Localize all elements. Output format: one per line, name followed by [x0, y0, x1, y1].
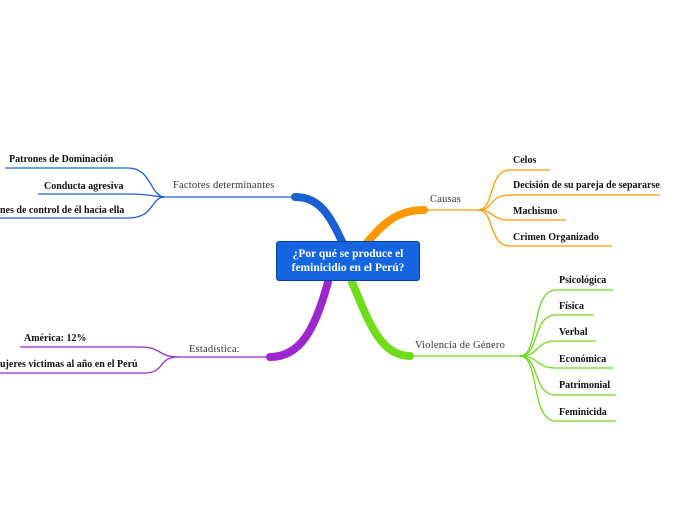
connector-crimen	[477, 209, 612, 247]
central-topic-line1: ¿Por qué se produce el	[292, 248, 404, 260]
node-decision-separarse[interactable]: Decisión de su pareja de separarse	[513, 180, 660, 191]
node-psicologica[interactable]: Psicológica	[559, 275, 607, 286]
connector-mujeres	[0, 356, 179, 374]
central-topic-line2: feminicidio en el Perú?	[291, 262, 405, 274]
node-conducta-agresiva[interactable]: Conducta agresiva	[44, 181, 124, 192]
connector-control	[0, 196, 166, 219]
connector-fisica	[519, 314, 594, 357]
node-fisica[interactable]: Física	[559, 301, 584, 312]
connector-patrones	[5, 167, 166, 198]
branch-estadistica[interactable]: Estadística:	[189, 344, 240, 355]
connector-celos	[477, 169, 550, 211]
node-celos[interactable]: Celos	[513, 155, 537, 166]
node-economica[interactable]: Económica	[559, 354, 607, 365]
connector-psicologica	[519, 289, 613, 357]
connector-verbal	[519, 340, 596, 357]
node-mujeres-victimas[interactable]: ujeres victimas al año en el Perú	[0, 359, 138, 370]
node-control-hacia-ella[interactable]: nes de control de él hacia ella	[0, 205, 125, 216]
node-machismo[interactable]: Machismo	[513, 206, 558, 217]
branch-factores-determinantes[interactable]: Factores determinantes	[173, 180, 275, 191]
node-verbal[interactable]: Verbal	[559, 327, 588, 338]
connector-feminicida	[519, 355, 616, 422]
branch-violencia-genero[interactable]: Violencia de Género	[415, 340, 506, 351]
connector-conducta	[38, 193, 166, 198]
node-patrones-dominacion[interactable]: Patrones de Dominación	[9, 154, 114, 165]
connector-factores-main	[291, 193, 349, 252]
node-crimen-organizado[interactable]: Crimen Organizado	[513, 232, 599, 243]
connector-patrimonial	[519, 355, 616, 396]
central-topic[interactable]: ¿Por qué se produce el feminicidio en el…	[276, 241, 420, 281]
node-america-porcentaje[interactable]: América: 12%	[24, 333, 87, 344]
node-feminicida[interactable]: Feminicida	[559, 407, 607, 418]
connector-economica	[519, 355, 613, 369]
node-patrimonial[interactable]: Patrimonial	[559, 380, 611, 391]
connector-estadistica-main	[266, 278, 332, 361]
connector-decision	[477, 194, 660, 211]
connector-america	[20, 346, 179, 358]
branch-causas[interactable]: Causas	[430, 194, 461, 205]
connector-violencia-main	[348, 278, 414, 360]
